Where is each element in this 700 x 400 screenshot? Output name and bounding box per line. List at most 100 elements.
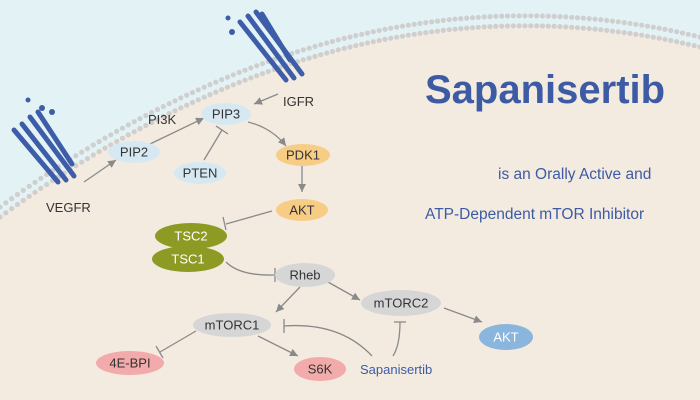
membrane-bead <box>441 18 446 23</box>
membrane-bead <box>202 95 207 100</box>
membrane-bead <box>382 37 387 42</box>
membrane-bead <box>312 54 317 59</box>
membrane-bead <box>301 57 306 62</box>
membrane-bead <box>225 85 230 90</box>
membrane-bead <box>353 33 358 38</box>
subtitle-line-2: ATP-Dependent mTOR Inhibitor <box>425 206 644 224</box>
node-tsc2: TSC2 <box>155 223 227 249</box>
igfr-ligand-dots-icon <box>226 16 236 36</box>
membrane-bead <box>371 39 376 44</box>
membrane-bead <box>388 26 393 31</box>
node-mtorc2-label: mTORC2 <box>374 296 429 311</box>
membrane-bead <box>219 87 224 92</box>
membrane-bead <box>651 25 656 30</box>
membrane-bead <box>120 126 125 131</box>
membrane-bead <box>394 35 399 40</box>
membrane-bead <box>44 182 49 187</box>
node-pip2-label: PIP2 <box>120 145 148 160</box>
membrane-bead <box>610 19 615 24</box>
membrane-bead <box>219 77 224 82</box>
membrane-bead <box>301 47 306 52</box>
page-title: Sapanisertib <box>425 66 665 114</box>
membrane-bead <box>587 16 592 21</box>
membrane-bead <box>447 17 452 22</box>
membrane-bead <box>692 33 697 38</box>
membrane-bead <box>32 190 37 195</box>
membrane-bead <box>447 27 452 32</box>
membrane-bead <box>662 37 667 42</box>
membrane-bead <box>242 78 247 83</box>
membrane-bead <box>441 28 446 33</box>
membrane-bead <box>598 17 603 22</box>
membrane-bead <box>627 21 632 26</box>
membrane-bead <box>318 52 323 57</box>
membrane-bead <box>260 71 265 76</box>
membrane-bead <box>307 46 312 51</box>
membrane-bead <box>231 72 236 77</box>
membrane-bead <box>511 13 516 18</box>
membrane-bead <box>3 210 8 215</box>
membrane-bead <box>231 82 236 87</box>
node-pdk1: PDK1 <box>276 144 330 166</box>
node-tsc1-label: TSC1 <box>171 252 204 267</box>
membrane-bead <box>254 63 259 68</box>
membrane-bead <box>120 136 125 141</box>
membrane-bead <box>435 19 440 24</box>
membrane-bead <box>15 192 20 197</box>
membrane-bead <box>0 204 3 209</box>
membrane-bead <box>412 22 417 27</box>
membrane-bead <box>674 29 679 34</box>
node-pip3: PIP3 <box>201 103 251 125</box>
membrane-bead <box>686 42 691 47</box>
membrane-bead <box>137 116 142 121</box>
membrane-bead <box>242 68 247 73</box>
membrane-bead <box>237 80 242 85</box>
membrane-bead <box>38 176 43 181</box>
membrane-bead <box>552 24 557 29</box>
node-tsc1: TSC1 <box>152 246 224 272</box>
membrane-bead <box>324 40 329 45</box>
membrane-bead <box>79 150 84 155</box>
membrane-bead <box>557 14 562 19</box>
node-pip3-label: PIP3 <box>212 107 240 122</box>
membrane-bead <box>493 24 498 29</box>
membrane-bead <box>9 196 14 201</box>
membrane-bead <box>207 82 212 87</box>
membrane-bead <box>417 31 422 36</box>
membrane-bead <box>97 149 102 154</box>
membrane-bead <box>213 90 218 95</box>
membrane-bead <box>359 32 364 37</box>
membrane-bead <box>336 37 341 42</box>
node-mtorc1: mTORC1 <box>193 313 271 337</box>
membrane-bead <box>295 49 300 54</box>
membrane-bead <box>400 24 405 29</box>
membrane-bead <box>458 16 463 21</box>
membrane-bead <box>662 27 667 32</box>
membrane-bead <box>563 24 568 29</box>
membrane-bead <box>207 92 212 97</box>
node-akt-2: AKT <box>479 324 533 350</box>
membrane-bead <box>575 15 580 20</box>
membrane-bead <box>598 27 603 32</box>
membrane-bead <box>476 25 481 30</box>
membrane-bead <box>616 29 621 34</box>
membrane-bead <box>668 38 673 43</box>
membrane-bead <box>569 15 574 20</box>
membrane-bead <box>674 39 679 44</box>
membrane-bead <box>470 25 475 30</box>
membrane-bead <box>657 26 662 31</box>
membrane-bead <box>476 15 481 20</box>
membrane-bead <box>645 24 650 29</box>
membrane-bead <box>85 156 90 161</box>
membrane-bead <box>32 180 37 185</box>
membrane-bead <box>487 14 492 19</box>
igfr-label: IGFR <box>283 94 314 109</box>
membrane-bead <box>108 132 113 137</box>
membrane-bead <box>412 32 417 37</box>
membrane-bead <box>622 30 627 35</box>
membrane-bead <box>9 206 14 211</box>
node-4ebp1: 4E-BPI <box>96 351 164 375</box>
membrane-bead <box>167 101 172 106</box>
membrane-bead <box>365 30 370 35</box>
membrane-bead <box>423 30 428 35</box>
